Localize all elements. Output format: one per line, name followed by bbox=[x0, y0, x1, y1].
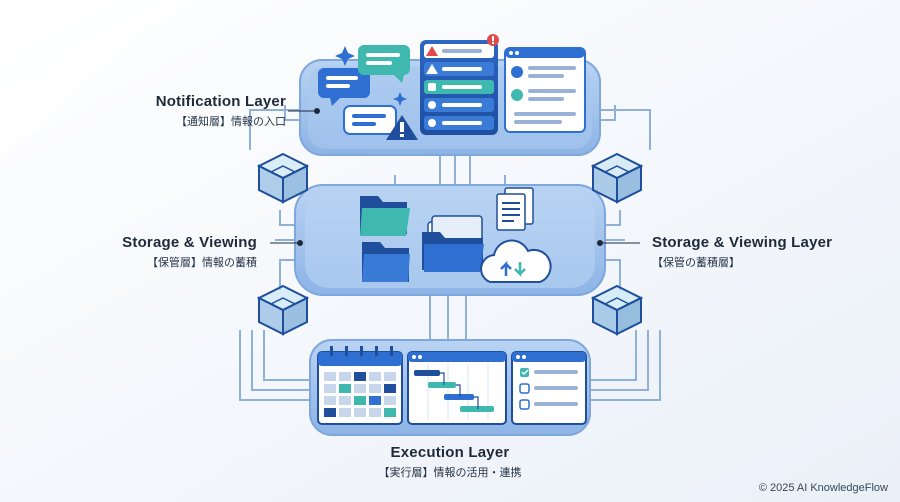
calendar-cell bbox=[369, 372, 381, 381]
calendar-cell bbox=[369, 396, 381, 405]
calendar-cell bbox=[339, 372, 351, 381]
alert-triangle-icon bbox=[386, 115, 418, 140]
calendar-grid bbox=[324, 372, 396, 417]
execution-layer-label: Execution Layer 【実行層】情報の活用・連携 bbox=[330, 444, 570, 480]
notification-platform bbox=[299, 34, 601, 156]
notification-layer-label: Notification Layer 【通知層】情報の入口 bbox=[156, 93, 286, 129]
calendar-cell bbox=[384, 396, 396, 405]
calendar-cell bbox=[324, 384, 336, 393]
calendar-cell bbox=[339, 384, 351, 393]
calendar-cell bbox=[384, 372, 396, 381]
storage-layer-left-title: Storage & Viewing bbox=[122, 234, 257, 251]
folder-icon bbox=[422, 215, 484, 272]
execution-layer-subtitle: 【実行層】情報の活用・連携 bbox=[378, 467, 522, 479]
calendar-cell bbox=[354, 384, 366, 393]
checklist-icon bbox=[511, 351, 587, 425]
network-cube-icon bbox=[256, 284, 310, 336]
cloud-sync-icon bbox=[480, 239, 552, 283]
storage-platform bbox=[294, 184, 606, 296]
network-cubes bbox=[256, 152, 644, 336]
calendar-cell bbox=[324, 396, 336, 405]
notification-layer-title: Notification Layer bbox=[155, 93, 286, 110]
message-panel-icon bbox=[504, 47, 586, 133]
storage-layer-right-label: Storage & Viewing Layer 【保管の蓄積層】 bbox=[652, 234, 832, 270]
calendar-cell bbox=[339, 396, 351, 405]
execution-layer-title: Execution Layer bbox=[390, 444, 510, 461]
copyright-text: © 2025 AI KnowledgeFlow bbox=[758, 482, 888, 494]
calendar-cell bbox=[354, 408, 366, 417]
calendar-cell bbox=[324, 372, 336, 381]
calendar-cell bbox=[324, 408, 336, 417]
label-connectors bbox=[270, 108, 640, 246]
network-cube-icon bbox=[590, 284, 644, 336]
network-cube-icon bbox=[256, 152, 310, 204]
calendar-cell bbox=[384, 384, 396, 393]
storage-layer-left-subtitle: 【保管層】情報の蓄積 bbox=[147, 257, 257, 269]
storage-layer-right-subtitle: 【保管の蓄積層】 bbox=[652, 257, 740, 269]
document-icon bbox=[496, 187, 534, 231]
storage-layer-left-label: Storage & Viewing 【保管層】情報の蓄積 bbox=[122, 234, 257, 270]
calendar-cell bbox=[369, 384, 381, 393]
calendar-cell bbox=[339, 408, 351, 417]
network-cube-icon bbox=[590, 152, 644, 204]
notification-list-icon bbox=[420, 34, 499, 135]
gantt-chart-icon bbox=[407, 351, 507, 425]
folder-icon bbox=[360, 196, 410, 282]
sparkle-icon bbox=[335, 46, 407, 106]
calendar-cell bbox=[369, 408, 381, 417]
calendar-cell bbox=[354, 396, 366, 405]
chat-bubble-icon bbox=[318, 45, 410, 135]
calendar-cell bbox=[354, 372, 366, 381]
notification-layer-subtitle: 【通知層】情報の入口 bbox=[176, 116, 286, 128]
calendar-cell bbox=[384, 408, 396, 417]
execution-platform bbox=[309, 339, 591, 436]
storage-layer-right-title: Storage & Viewing Layer bbox=[652, 234, 833, 251]
